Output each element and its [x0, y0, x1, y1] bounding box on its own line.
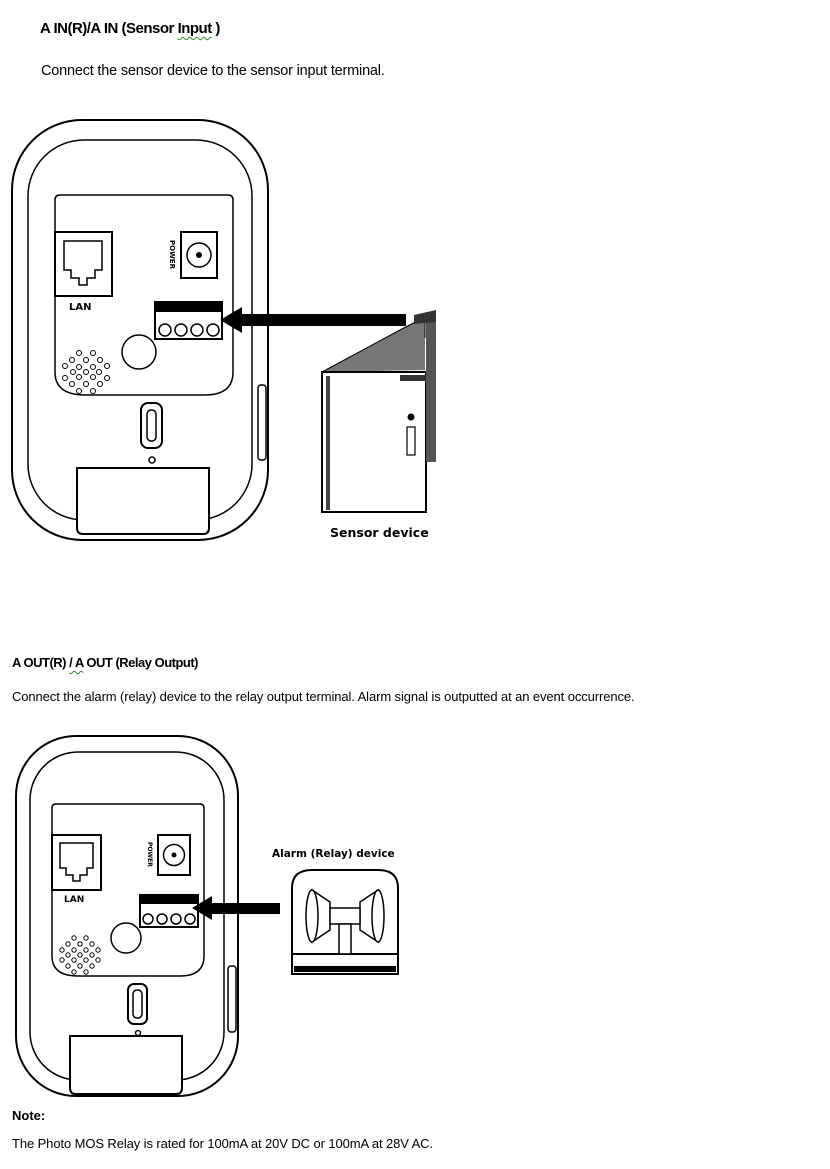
- lan-label: LAN: [69, 302, 91, 313]
- speaker-grille-icon: [59, 935, 101, 975]
- relay-output-diagram: LAN POWER Alarm (Relay) device: [15, 735, 399, 1097]
- terminal-block-icon: [154, 301, 223, 340]
- camera-stand: [76, 467, 210, 535]
- section1-title: A IN(R)/A IN (Sensor Input ): [40, 20, 220, 37]
- spellcheck-word: / A: [69, 655, 84, 670]
- camera-stand: [69, 1035, 183, 1095]
- speaker-grille-icon: [62, 350, 110, 394]
- arrow-left-icon: [192, 896, 280, 920]
- terminal-block-icon: [139, 894, 199, 928]
- section2-body: Connect the alarm (relay) device to the …: [12, 689, 635, 704]
- light-sensor-icon: [121, 334, 157, 370]
- sensor-device-label: Sensor device: [330, 525, 429, 540]
- power-label: POWER: [168, 240, 176, 270]
- alarm-relay-device-icon: [291, 869, 399, 975]
- sensor-input-diagram: LAN POWER: [11, 119, 436, 541]
- note-heading: Note:: [12, 1108, 46, 1123]
- side-button: [227, 965, 237, 1033]
- power-label: POWER: [146, 842, 153, 867]
- spellcheck-word: Input: [177, 20, 213, 37]
- note-body: The Photo MOS Relay is rated for 100mA a…: [12, 1136, 433, 1151]
- section1-body: Connect the sensor device to the sensor …: [41, 63, 385, 79]
- alarm-relay-device-label: Alarm (Relay) device: [272, 848, 395, 860]
- lan-label: LAN: [64, 895, 84, 905]
- light-sensor-icon: [110, 922, 142, 954]
- section2-title: A OUT(R) / A OUT (Relay Output): [12, 655, 198, 670]
- arrow-left-icon: [220, 307, 406, 333]
- sensor-device-icon: [321, 310, 436, 513]
- side-button: [257, 384, 267, 461]
